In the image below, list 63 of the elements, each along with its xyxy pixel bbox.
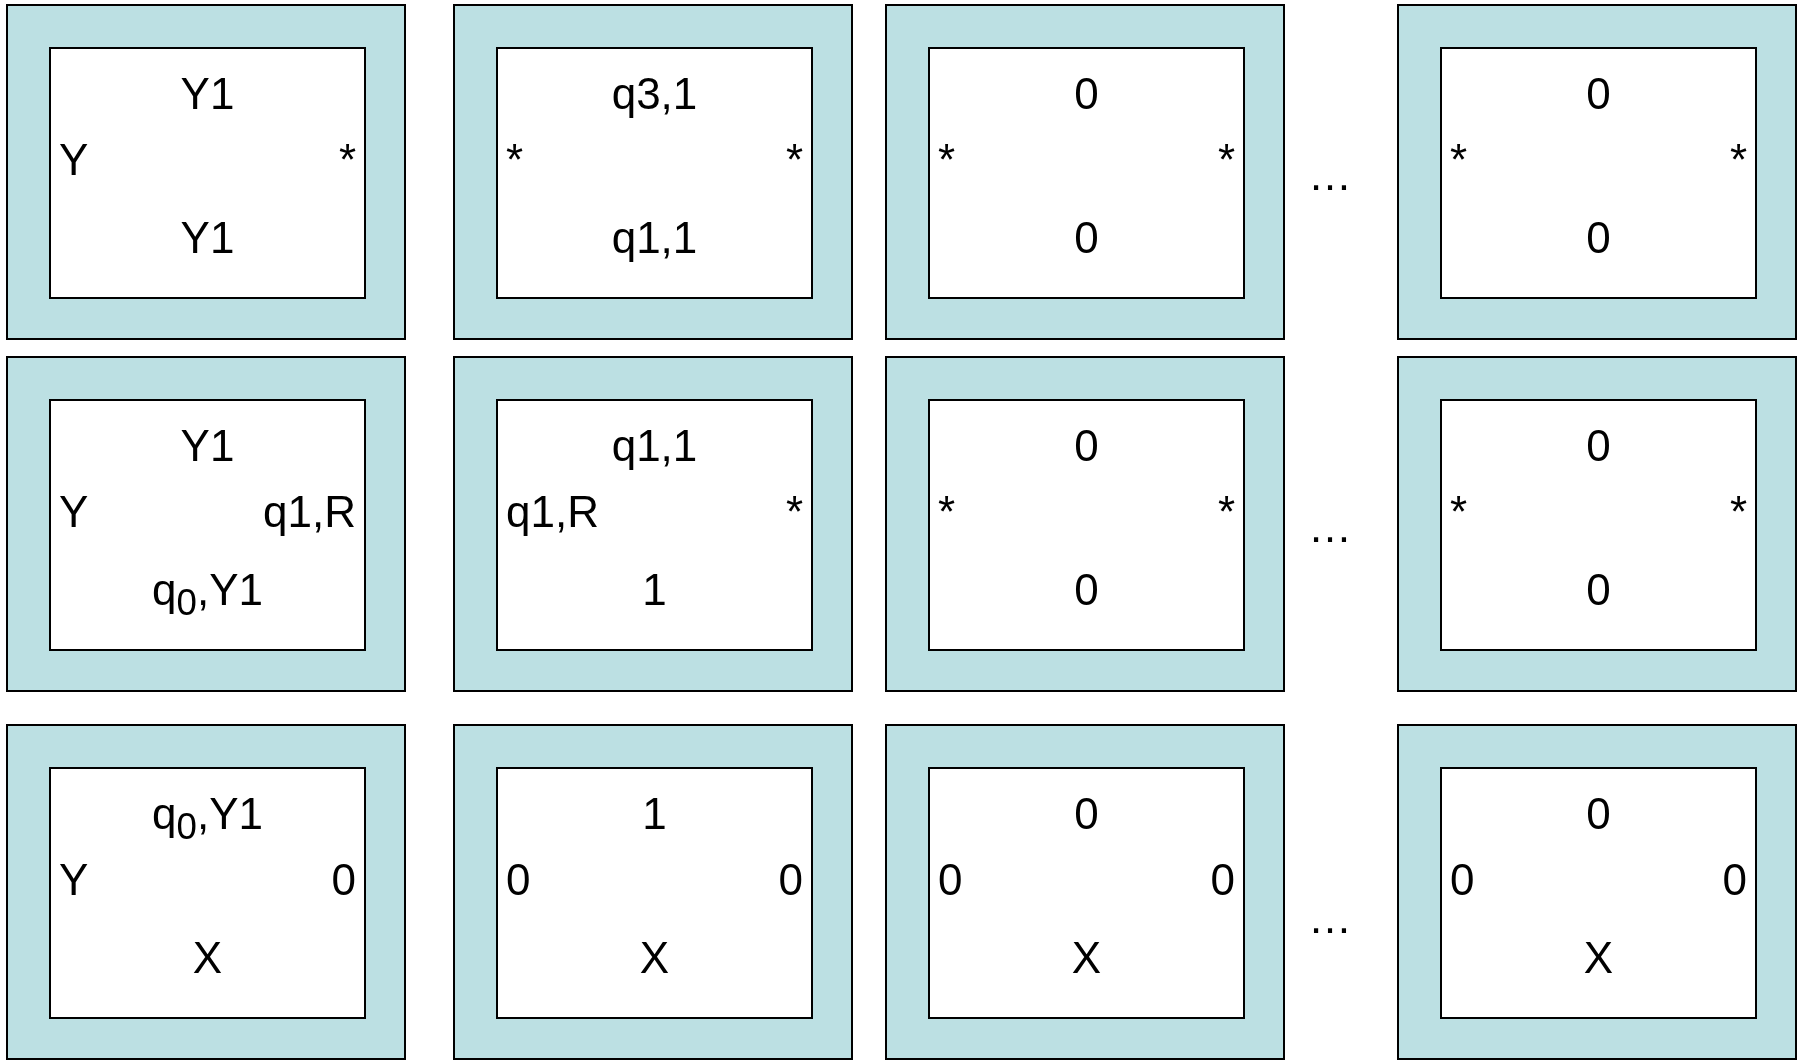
tile-label: 0 — [938, 855, 963, 905]
tile-label: 0 — [1722, 855, 1747, 905]
tile-label: 0 — [1585, 789, 1612, 839]
tile-label: q$_{0}$,Y1 — [151, 789, 264, 849]
tile-label: q1,1 — [610, 421, 699, 471]
tile — [453, 724, 853, 1060]
tile — [6, 724, 406, 1060]
tile — [6, 4, 406, 340]
tile-label: 0 — [1073, 789, 1100, 839]
tile-label: 0 — [778, 855, 803, 905]
tile-label: 0 — [1585, 69, 1612, 119]
tile-label: * — [785, 487, 803, 537]
tile-label: 0 — [1073, 565, 1100, 615]
tile-label: * — [1729, 135, 1747, 185]
ellipsis: … — [1307, 502, 1353, 552]
tile — [453, 4, 853, 340]
tile-label: X — [1070, 933, 1103, 983]
ellipsis: … — [1307, 893, 1353, 943]
tile-label: * — [785, 135, 803, 185]
tile-label: Y — [59, 487, 89, 537]
tile-label: 0 — [1073, 213, 1100, 263]
tile-label: * — [506, 135, 524, 185]
tile-label: 0 — [1210, 855, 1235, 905]
tile-label: 0 — [1585, 565, 1612, 615]
tile — [1397, 356, 1797, 692]
tile-label: 0 — [331, 855, 356, 905]
tile-label: * — [338, 135, 356, 185]
tile-label: 0 — [1073, 421, 1100, 471]
tile-label: Y1 — [179, 213, 236, 263]
tile-label: * — [1450, 487, 1468, 537]
tile — [1397, 4, 1797, 340]
tile-label: * — [938, 135, 956, 185]
tile-label: X — [1582, 933, 1615, 983]
tile-label: q1,1 — [610, 213, 699, 263]
tile-label: 0 — [1450, 855, 1475, 905]
tile-label: q1,R — [506, 487, 599, 537]
tile — [885, 356, 1285, 692]
tile-label: * — [1729, 487, 1747, 537]
tile-label: q1,R — [263, 487, 356, 537]
tile-label: 0 — [1073, 69, 1100, 119]
tile-label: 1 — [641, 789, 668, 839]
tile-label: Y — [59, 135, 89, 185]
tile — [885, 4, 1285, 340]
ellipsis: … — [1307, 150, 1353, 200]
tile-label: q3,1 — [610, 69, 699, 119]
tile — [453, 356, 853, 692]
tile-label: * — [1217, 135, 1235, 185]
tile-label: Y1 — [179, 69, 236, 119]
tile-label: Y — [59, 855, 89, 905]
tile-label: 0 — [506, 855, 531, 905]
tile-label: 1 — [641, 565, 668, 615]
tile-label: * — [938, 487, 956, 537]
tile-label: X — [191, 933, 224, 983]
tile — [885, 724, 1285, 1060]
tile-label: * — [1217, 487, 1235, 537]
tile-label: X — [638, 933, 671, 983]
tile-label: 0 — [1585, 213, 1612, 263]
tile-label: q$_{0}$,Y1 — [151, 565, 264, 625]
tile-label: * — [1450, 135, 1468, 185]
tile — [1397, 724, 1797, 1060]
tile — [6, 356, 406, 692]
tile-label: 0 — [1585, 421, 1612, 471]
tile-label: Y1 — [179, 421, 236, 471]
